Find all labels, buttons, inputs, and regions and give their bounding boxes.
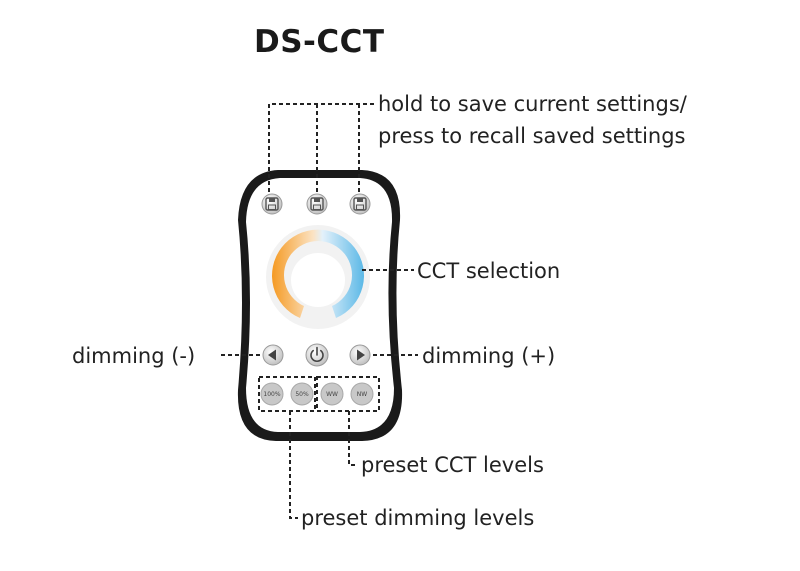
preset-button-label: 100% (263, 391, 280, 398)
save-button-3[interactable] (349, 193, 371, 215)
dimming-plus-button[interactable] (349, 344, 371, 366)
save-button-2[interactable] (306, 193, 328, 215)
save-icon (265, 197, 279, 211)
preset-button-label: 50% (295, 391, 309, 398)
preset-button-4[interactable]: NW (350, 382, 374, 406)
preset-dimming-callout (289, 411, 298, 519)
preset-cct-callout (348, 411, 358, 466)
dimming-minus-label: dimming (-) (72, 344, 196, 368)
callout-lines (221, 103, 418, 519)
preset-button-2[interactable]: 50% (290, 382, 314, 406)
dimming-plus-label: dimming (+) (422, 344, 556, 368)
power-icon (310, 346, 324, 362)
triangle-right-icon (357, 349, 365, 361)
preset-button-label: WW (326, 391, 338, 398)
save-label-line2: press to recall saved settings (378, 124, 686, 148)
cct-wheel (266, 225, 370, 329)
preset-button-1[interactable]: 100% (260, 382, 284, 406)
save-icon (353, 197, 367, 211)
save-label-line1: hold to save current settings/ (378, 92, 687, 116)
preset-button-label: NW (357, 391, 367, 398)
cct-selection-label: CCT selection (417, 259, 561, 283)
preset-button-3[interactable]: WW (320, 382, 344, 406)
preset-dimming-box (258, 376, 316, 412)
dimming-minus-button[interactable] (262, 344, 284, 366)
save-button-1[interactable] (261, 193, 283, 215)
preset-cct-label: preset CCT levels (361, 453, 544, 477)
triangle-left-icon (268, 349, 276, 361)
diagram-title: DS-CCT (254, 24, 385, 60)
save-icon (310, 197, 324, 211)
save-callout (268, 103, 376, 192)
power-button[interactable] (305, 343, 329, 367)
preset-dimming-label: preset dimming levels (301, 506, 535, 530)
